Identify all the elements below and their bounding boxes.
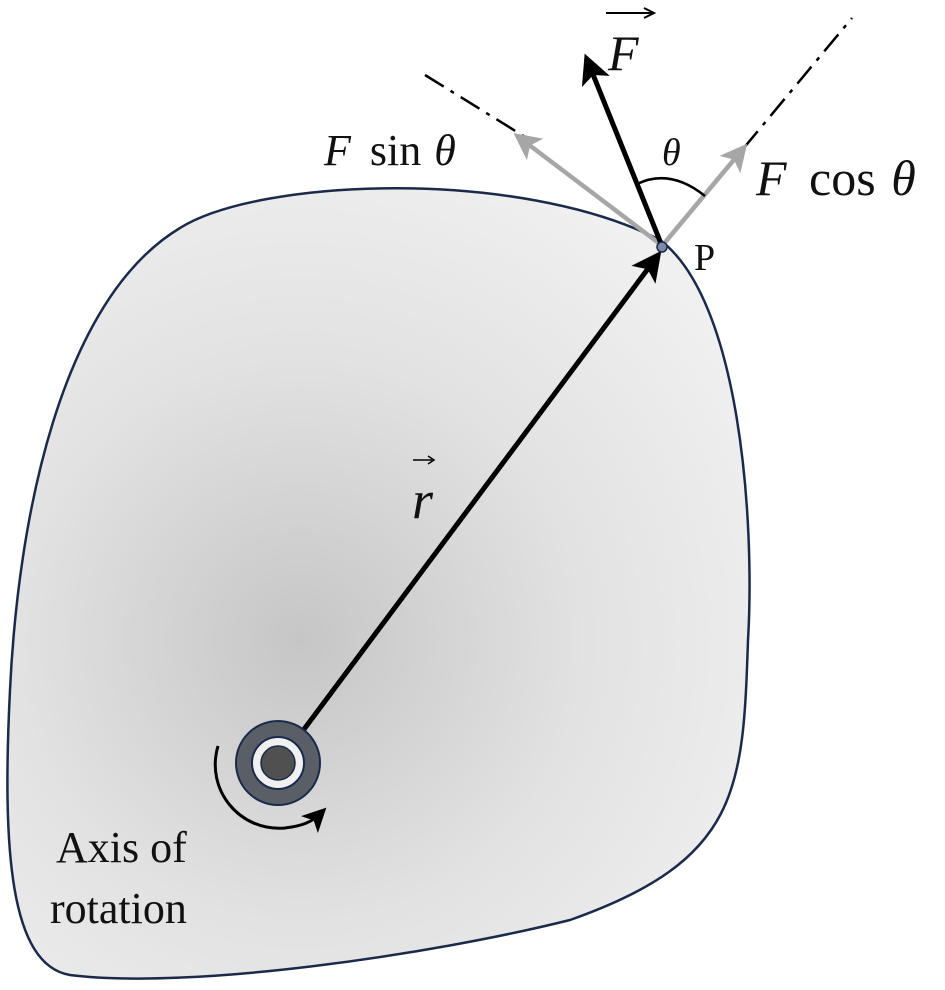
f-cos-angle: θ [891,150,916,206]
point-p-label: P [694,237,715,279]
f-sin-theta-label: F sin θ [323,126,456,175]
force-label: F [607,25,639,81]
theta-label: θ [662,132,681,174]
axis-of-rotation [235,720,321,806]
radius-label-overarrow-head [427,455,436,465]
perpendicular-line [424,73,531,142]
axis-label-line1: Axis of [56,823,187,872]
force-label-overarrow-head [643,7,657,19]
radius-label: r [412,470,434,530]
rotation-arrow [213,745,327,834]
f-sin-theta-arrow [513,133,662,246]
theta-arc [636,176,706,197]
f-sin-angle: θ [434,126,456,175]
f-sin-f: F [323,126,352,175]
radius-arrow [287,250,662,750]
point-p-dot [656,241,668,253]
f-cos-theta-label: F cos θ [755,150,916,206]
f-sin-fn: sin [370,126,421,175]
f-cos-fn: cos [809,150,876,206]
f-cos-f: F [755,150,787,206]
f-cos-theta-arrow [660,143,748,248]
axis-label-line2: rotation [50,884,187,933]
force-arrow [581,53,665,247]
